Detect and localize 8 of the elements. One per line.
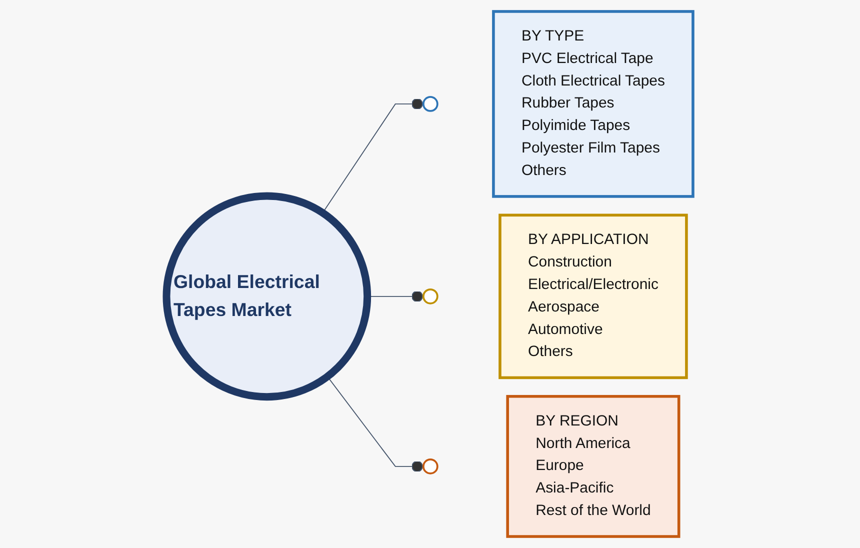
node-circle	[422, 96, 439, 112]
diagram: Global Electrical Tapes Market BY TYPE PVC Electrical Tape Cloth Electrical Tapes Rubber Tapes Polyimide Tapes Polyester Film Tapes Others BY APPLICATION Construction Electrical/Electronic Aerospace Automotive Others BY REGION North America Europe Asia-Pacific Rest of the World	[159, 4, 701, 544]
node-box	[506, 394, 681, 538]
node-box	[492, 10, 695, 198]
node-circle	[422, 458, 439, 474]
node-box	[498, 214, 688, 380]
node-circle	[422, 288, 439, 304]
node-circle	[163, 192, 372, 401]
